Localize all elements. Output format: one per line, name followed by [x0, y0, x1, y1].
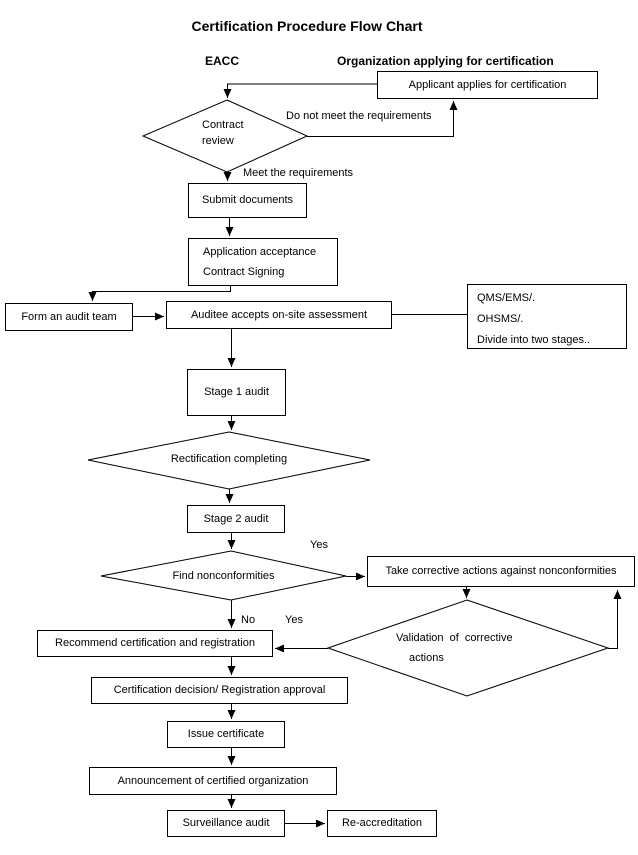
- edge-contract-review-to-applicant: [307, 101, 458, 137]
- node-auditee-accepts: Auditee accepts on-site assessment: [166, 301, 392, 329]
- node-announcement: Announcement of certified organization: [89, 767, 337, 795]
- node-line: review: [202, 135, 234, 147]
- connectors: [88, 83, 622, 828]
- edge-label-yes-validation: Yes: [285, 614, 303, 626]
- node-line: Divide into two stages..: [477, 334, 591, 346]
- node-applicant-applies: Applicant applies for certification: [377, 71, 598, 99]
- rectification-diamond: [87, 431, 371, 490]
- node-submit-documents: Submit documents: [188, 183, 307, 218]
- node-stage2-audit: Stage 2 audit: [187, 505, 285, 533]
- edge-label-meet: Meet the requirements: [243, 167, 354, 179]
- edge-applicant-to-contract-review: [223, 83, 377, 98]
- rectification-label: Rectification completing: [170, 453, 288, 465]
- edge-validation-to-take-corrective: [608, 590, 622, 649]
- node-certification-decision: Certification decision/ Registration app…: [91, 677, 348, 704]
- node-stage1-audit: Stage 1 audit: [187, 369, 286, 416]
- page-title: Certification Procedure Flow Chart: [191, 18, 423, 34]
- node-line: Contract Signing: [203, 266, 285, 278]
- edge-label-no-find: No: [241, 614, 256, 626]
- node-form-audit-team: Form an audit team: [5, 303, 133, 331]
- edge-application-to-form-team: [88, 286, 231, 301]
- contract-review-label: Contract review: [202, 117, 244, 149]
- decision-diamonds: [87, 99, 610, 697]
- node-line: Contract: [202, 119, 244, 131]
- lane-header-eacc: EACC: [205, 54, 240, 68]
- contract-review-diamond: [141, 99, 309, 173]
- node-application-acceptance: Application acceptance Contract Signing: [188, 238, 338, 286]
- validation-label-line2: actions: [409, 652, 444, 664]
- find-nonconformities-diamond: [100, 550, 347, 601]
- lane-header-organization: Organization applying for certification: [337, 54, 554, 68]
- node-line: Application acceptance: [203, 246, 317, 258]
- node-line: OHSMS/.: [477, 313, 524, 325]
- edge-label-yes-find: Yes: [310, 539, 328, 551]
- node-recommend-certification: Recommend certification and registration: [37, 630, 273, 657]
- validation-diamond: [326, 599, 610, 697]
- node-take-corrective-actions: Take corrective actions against nonconfo…: [367, 556, 635, 587]
- edge-label-do-not-meet: Do not meet the requirements: [286, 110, 432, 122]
- node-re-accreditation: Re-accreditation: [327, 810, 437, 837]
- node-line: QMS/EMS/.: [477, 292, 536, 304]
- node-issue-certificate: Issue certificate: [167, 721, 285, 748]
- find-nonconformities-label: Find nonconformities: [172, 570, 275, 582]
- validation-label-line1: Validation of corrective: [396, 632, 513, 644]
- node-qms-note: QMS/EMS/. OHSMS/. Divide into two stages…: [467, 284, 627, 349]
- node-surveillance-audit: Surveillance audit: [167, 810, 285, 837]
